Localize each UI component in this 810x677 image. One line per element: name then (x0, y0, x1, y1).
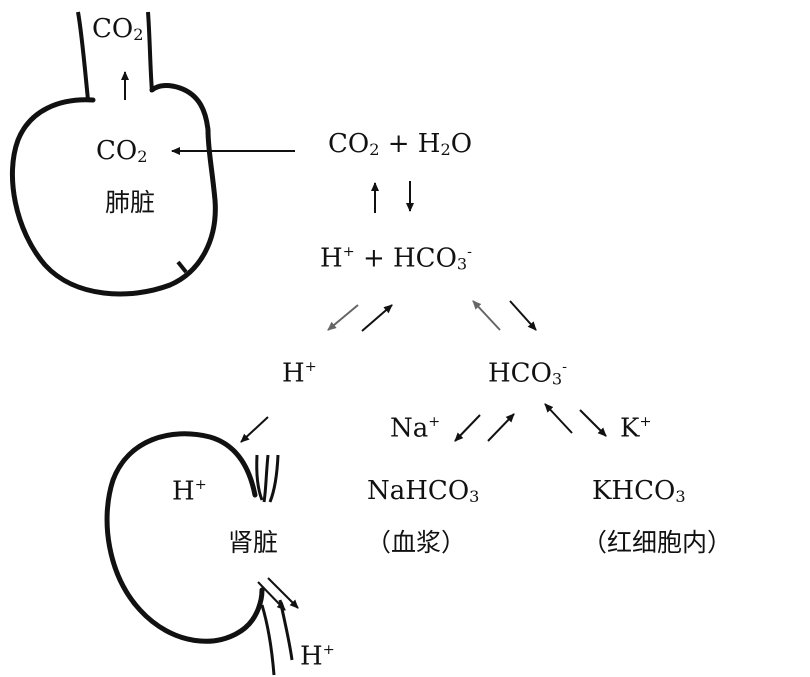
plasma-label: （血浆） (366, 528, 467, 557)
to-k-arrow (579, 409, 607, 437)
kidney-name: 肾脏 (228, 528, 279, 557)
kidney-hilum-3 (268, 454, 280, 503)
kidney-outline (104, 431, 265, 644)
kidney-hilum-2 (262, 454, 270, 503)
trachea-left (76, 11, 90, 101)
reaction-middle: H+ + HCO3- (320, 243, 472, 274)
from-hco3-arrow (472, 300, 501, 331)
to-hco3-from-k-arrow (544, 403, 573, 434)
kidney-hilum-1 (255, 454, 264, 501)
ureter-1 (260, 604, 276, 676)
lung-name: 肺脏 (105, 188, 156, 217)
h-ion-label: H+ (282, 358, 317, 389)
rbc-label: （红细胞内） (582, 528, 733, 557)
lung-co2-out-label: CO2 (92, 14, 144, 44)
lung-outline (10, 83, 218, 297)
to-hco3-arrow (509, 300, 537, 331)
lung-lower-stroke (176, 260, 188, 274)
from-na-arrow (487, 413, 515, 442)
nahco3-label: NaHCO3 (367, 476, 480, 506)
ureter-2 (278, 599, 294, 661)
kidney-h-out-label: H+ (300, 641, 335, 672)
trachea-right (146, 11, 154, 93)
na-label: Na+ (390, 413, 441, 444)
h-excretion-arrow-1 (257, 581, 286, 611)
from-h-arrow (361, 304, 393, 332)
k-label: K+ (620, 413, 652, 444)
lung-co2-in-label: CO2 (96, 136, 148, 166)
h-to-kidney-arrow (240, 416, 269, 443)
hco3-label: HCO3- (488, 358, 567, 389)
h-excretion-arrow-2 (267, 577, 299, 609)
kidney-h-in-label: H+ (172, 476, 207, 507)
to-h-arrow (327, 304, 359, 331)
khco3-label: KHCO3 (592, 476, 686, 506)
reaction-top: CO2 + H2O (328, 129, 473, 159)
to-na-arrow (454, 414, 481, 442)
